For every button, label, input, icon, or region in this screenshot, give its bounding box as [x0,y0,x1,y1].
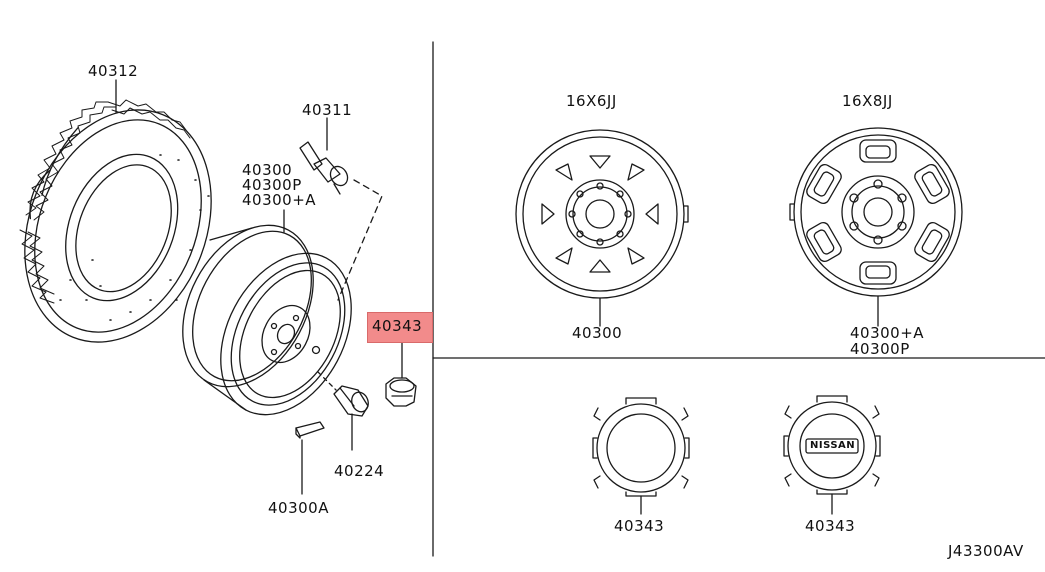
tire-drawing [24,109,212,343]
center-cap-plain-drawing [592,397,690,497]
label-wheel-8-size: 16X8JJ [842,92,893,110]
label-tire[interactable]: 40312 [88,62,139,80]
wheel-perspective-drawing [182,224,352,416]
label-lug-nut[interactable]: 40224 [334,462,385,480]
nissan-logo-text: NISSAN [810,440,856,451]
tire-texture [59,154,210,321]
center-cap-logo-drawing [783,395,881,495]
label-cap-logo[interactable]: 40343 [805,517,856,535]
label-cap-plain[interactable]: 40343 [614,517,665,535]
wheel-16x8-drawing [789,127,963,297]
diagram-code: J43300AV [948,542,1024,560]
label-wheel-40300a[interactable]: 40300+A [242,191,317,209]
valve-drawing [299,141,349,195]
balance-weight-drawing [295,421,325,439]
center-cap-small-drawing [385,377,417,407]
wheel-16x6-drawing [515,129,689,299]
valve-dashed-leader [337,179,383,301]
lug-nut-dash [317,371,337,391]
label-wheel-40300p[interactable]: 40300P [242,176,302,194]
label-center-cap-highlight[interactable]: 40343 [372,317,423,335]
label-wheel-40300[interactable]: 40300 [242,161,293,179]
label-wheel-6-part[interactable]: 40300 [572,324,623,342]
wheel-16x6-bolts [568,182,632,246]
wheel-16x6-vents [541,155,659,273]
label-wheel-8-part-p[interactable]: 40300P [850,340,910,358]
tire-tread [19,99,191,304]
highlight-box [367,312,433,343]
label-balance-weight[interactable]: 40300A [268,499,329,517]
label-valve[interactable]: 40311 [302,101,353,119]
label-wheel-8-part-a[interactable]: 40300+A [850,324,925,342]
label-wheel-6-size: 16X6JJ [566,92,617,110]
wheel-16x8-bolts [849,179,907,245]
nissan-logo-badge [805,438,859,454]
lug-nut-drawing [333,385,369,417]
wheel-16x8-vents [806,139,950,285]
